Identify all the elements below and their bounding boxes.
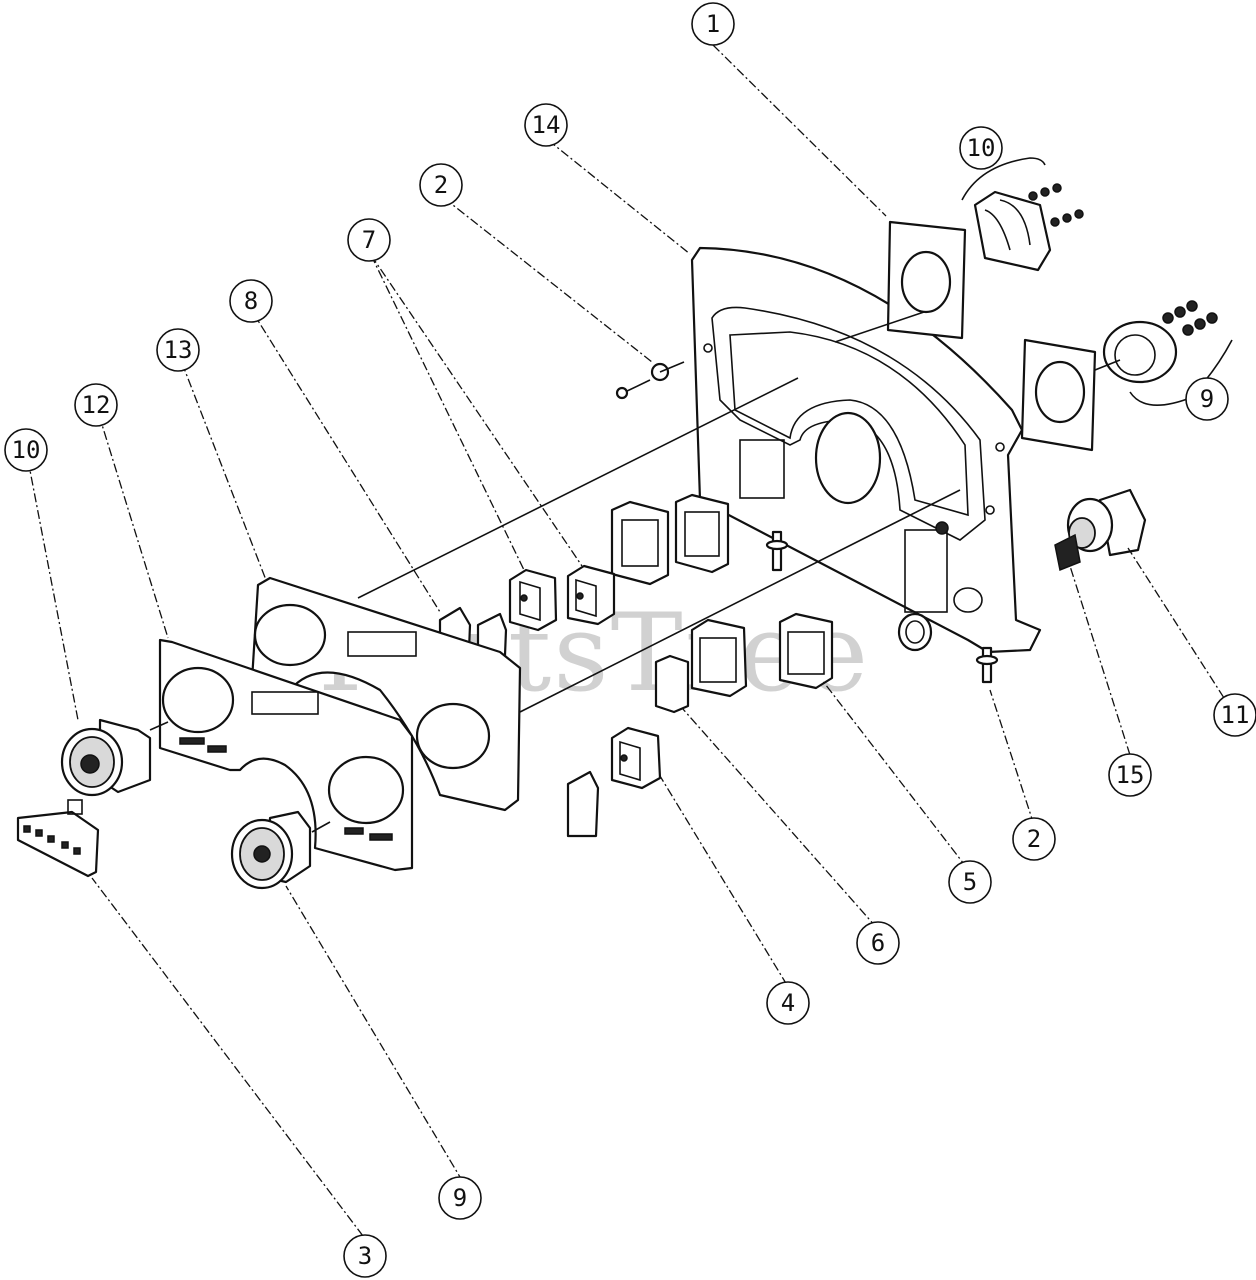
switch-housing-part-5a xyxy=(690,618,748,698)
screw-part-bottom xyxy=(765,530,999,684)
callout-label: 12 xyxy=(82,391,111,419)
callout-label: 9 xyxy=(453,1184,467,1212)
gauge-ring-part xyxy=(1020,300,1233,452)
callout-label: 14 xyxy=(532,111,561,139)
callout-9-right: 9 xyxy=(1185,377,1229,421)
gasket-part xyxy=(886,220,967,340)
callout-label: 3 xyxy=(358,1242,372,1270)
screw-part-top xyxy=(615,361,685,400)
callout-10-top: 10 xyxy=(959,126,1003,170)
rocker-switch-part-7a xyxy=(508,568,558,632)
callout-label: 2 xyxy=(1027,825,1041,853)
switch-housing-part-5b xyxy=(778,612,834,690)
callout-label: 13 xyxy=(164,336,193,364)
callout-8: 8 xyxy=(229,279,273,323)
callout-11: 11 xyxy=(1213,693,1256,737)
connector-block-part xyxy=(16,799,100,878)
callout-label: 10 xyxy=(12,436,41,464)
faceplate-part xyxy=(158,638,414,872)
grommet-part xyxy=(897,612,933,652)
callout-label: 8 xyxy=(244,287,258,315)
key-part xyxy=(1054,533,1081,572)
callout-2-bottom: 2 xyxy=(1012,817,1056,861)
callout-10-left: 10 xyxy=(4,428,48,472)
rocker-switch-part-7b xyxy=(566,564,616,626)
leader-lines xyxy=(27,44,1234,1237)
callout-12: 12 xyxy=(74,383,118,427)
callout-label: 5 xyxy=(963,868,977,896)
callout-5: 5 xyxy=(948,860,992,904)
callout-label: 7 xyxy=(362,226,376,254)
hour-meter-part xyxy=(60,718,152,797)
callout-label: 4 xyxy=(781,989,795,1017)
callout-9-bottom: 9 xyxy=(438,1176,482,1220)
callout-label: 10 xyxy=(967,134,996,162)
switch-housing-upper-b xyxy=(674,493,730,574)
callout-6: 6 xyxy=(856,921,900,965)
assembly-guide-lines xyxy=(149,311,1121,833)
callout-7: 7 xyxy=(347,218,391,262)
callout-label: 1 xyxy=(706,10,720,38)
gauge-part xyxy=(230,810,312,890)
callout-14: 14 xyxy=(524,103,568,147)
callout-label: 15 xyxy=(1116,761,1145,789)
callout-label: 2 xyxy=(434,171,448,199)
callout-label: 6 xyxy=(871,929,885,957)
bracket-hardware-part xyxy=(961,157,1084,272)
callout-label: 11 xyxy=(1221,701,1250,729)
callout-2-top: 2 xyxy=(419,163,463,207)
callout-1: 1 xyxy=(691,2,735,46)
inner-bezel-part xyxy=(250,576,522,812)
callout-3: 3 xyxy=(343,1234,387,1278)
rocker-switch-part-4 xyxy=(610,726,662,790)
blank-plug-part xyxy=(654,654,690,714)
switch-housing-upper-a xyxy=(610,500,670,586)
ignition-switch-part xyxy=(1066,488,1147,557)
callout-15: 15 xyxy=(1108,753,1152,797)
callout-4: 4 xyxy=(766,981,810,1025)
callout-13: 13 xyxy=(156,328,200,372)
callout-label: 9 xyxy=(1200,385,1214,413)
